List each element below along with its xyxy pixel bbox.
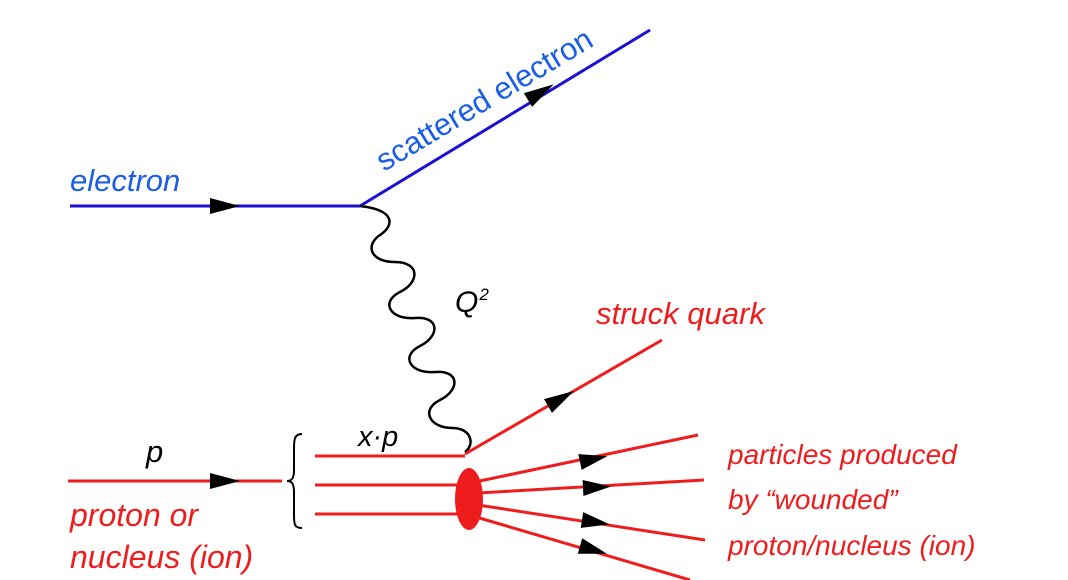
produced-label-line3: proton/nucleus (ion) (727, 530, 975, 561)
p-label: p (145, 434, 163, 469)
fragment-arrow-icon (577, 538, 607, 554)
struck-quark-arrow-icon (544, 391, 574, 413)
fragment-arrow-icon (580, 512, 610, 528)
proton-label-line1: proton or (69, 497, 199, 533)
fragment-arrow-icon (578, 454, 608, 470)
struck-quark-label: struck quark (596, 296, 766, 331)
electron-label: electron (70, 163, 180, 198)
q2-label: Q2 (455, 285, 489, 319)
photon-wavy-line (359, 204, 472, 454)
interaction-blob (455, 468, 483, 530)
brace-icon (286, 433, 303, 529)
electron-arrow-icon (210, 198, 240, 214)
fragment-arrow-icon (582, 480, 611, 496)
produced-label-line1: particles produced (727, 439, 958, 470)
proton-label-line2: nucleus (ion) (70, 539, 253, 575)
proton-arrow-icon (210, 473, 240, 489)
produced-label-line2: by “wounded” (728, 484, 899, 515)
xp-label: x·p (356, 421, 398, 453)
scattered-electron-label: scattered electron (370, 21, 599, 178)
q2-main: Q (455, 286, 478, 319)
scattered-electron-arrow-icon (523, 84, 554, 107)
q2-superscript: 2 (478, 285, 489, 304)
scattered-electron-line (359, 28, 651, 208)
